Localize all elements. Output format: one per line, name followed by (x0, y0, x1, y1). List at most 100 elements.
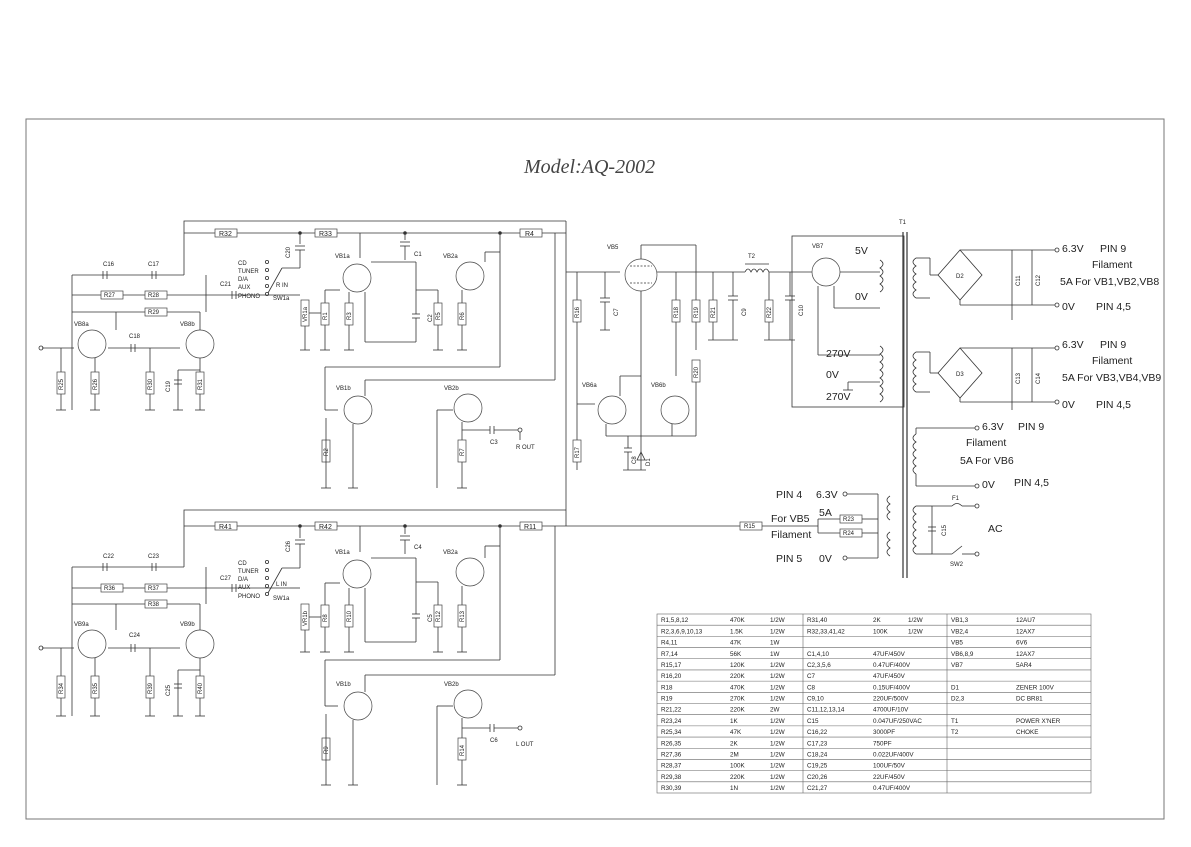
parts-table-cell: 1K (730, 718, 739, 725)
input-selector-right[interactable]: CD TUNER D/A AUX PHONO R IN SW1a (238, 259, 290, 302)
selector-cd-left[interactable]: CD (238, 561, 247, 567)
r40-label: R40 (198, 682, 204, 694)
r13-label: R13 (460, 610, 466, 622)
parts-table-cell: R23,24 (661, 718, 682, 725)
vb5-63v-label: 6.3V (816, 489, 838, 501)
tube-vb9a (77, 629, 107, 659)
parts-table-cell: 1/2W (908, 628, 923, 635)
c20-label: C20 (286, 246, 292, 258)
resistor-r10 (344, 604, 354, 628)
parts-table-cell: R7,14 (661, 651, 678, 658)
r12-label: R12 (436, 610, 442, 622)
parts-table-cell: R4,11 (661, 640, 678, 647)
parts-table-cell: R30,39 (661, 785, 682, 792)
parts-table-cell: 1/2W (770, 617, 785, 624)
selector-da-left[interactable]: D/A (238, 577, 248, 583)
c3-label: C3 (490, 440, 498, 446)
selector-tuner[interactable]: TUNER (238, 269, 259, 275)
parts-table-cell: D2,3 (951, 696, 965, 703)
rectifier-block (791, 235, 905, 408)
parts-table-cell: R18 (661, 684, 673, 691)
parts-table-cell: 1/2W (770, 729, 785, 736)
pin4-label: PIN 4 (776, 489, 802, 501)
parts-table-cell: CHOKE (1016, 729, 1038, 736)
selector-da[interactable]: D/A (238, 277, 248, 283)
vb2b-right-label: VB2b (444, 386, 459, 392)
r18-label: R18 (674, 306, 680, 318)
parts-table-cell: 100K (730, 763, 746, 770)
resistor-r17 (572, 439, 582, 463)
model-title: Model:AQ-2002 (523, 156, 655, 178)
c9-label: C9 (742, 308, 748, 316)
parts-table-cell: R19 (661, 696, 673, 703)
parts-table-cell: 47UF/450V (873, 651, 906, 658)
parts-table-cell: R15,17 (661, 662, 682, 669)
c8-label: C8 (632, 456, 638, 464)
r26-label: R26 (93, 378, 99, 390)
tube-vb9b (185, 629, 215, 659)
parts-table-cell: 47K (730, 640, 742, 647)
selector-phono[interactable]: PHONO (238, 294, 260, 300)
parts-table-cell: 1/2W (770, 785, 785, 792)
selector-cd[interactable]: CD (238, 261, 247, 267)
parts-table-cell: R31,40 (807, 617, 828, 624)
parts-table-cell: 56K (730, 651, 742, 658)
parts-table-cell: R29,38 (661, 774, 682, 781)
tube-vb2b-right (453, 393, 483, 423)
parts-table-cell: C9,10 (807, 696, 824, 703)
r38-label: R38 (148, 602, 160, 608)
resistor-r36 (100, 583, 124, 593)
parts-table-cell: R27,36 (661, 751, 682, 758)
f2-fil-label: Filament (1092, 355, 1132, 367)
parts-table-cell: R16,20 (661, 673, 682, 680)
selector-tuner-left[interactable]: TUNER (238, 569, 259, 575)
v0a-label: 0V (855, 291, 868, 303)
fuse-f1 (951, 503, 963, 507)
parts-table-cell: T1 (951, 718, 959, 725)
left-channel-preamp: R41 R42 R11 C26 C4 VB9a VB9b C22 (38, 509, 566, 786)
vb8b-label: VB8b (180, 322, 195, 328)
r30-label: R30 (148, 378, 154, 390)
parts-table-cell: 1/2W (770, 740, 785, 747)
f2-pin-label: PIN 9 (1100, 339, 1126, 351)
resistor-r16 (572, 299, 582, 323)
r37-label: R37 (148, 586, 160, 592)
d1-label: D1 (646, 458, 652, 466)
selector-aux[interactable]: AUX (238, 285, 250, 291)
f1-v-label: 6.3V (1062, 243, 1084, 255)
r42-label: R42 (319, 524, 332, 531)
parts-table-cell: 1/2W (770, 763, 785, 770)
f2-0v-label: 0V (1062, 399, 1075, 411)
parts-table-cell: R26,35 (661, 740, 682, 747)
parts-table-cell: 220K (730, 673, 746, 680)
c1-label: C1 (414, 252, 422, 258)
f3-0v-label: 0V (982, 479, 995, 491)
resistor-r1 (320, 302, 330, 326)
parts-table-cell: 1/2W (770, 774, 785, 781)
parts-table-cell: 1W (770, 640, 780, 647)
r28-label: R28 (148, 293, 160, 299)
drawing-frame (25, 118, 1165, 820)
parts-table-cell: 1/2W (908, 617, 923, 624)
r7-label: R7 (460, 448, 466, 456)
r22-label: R22 (767, 306, 773, 318)
parts-table-cell: 0.022UF/400V (873, 751, 914, 758)
selector-aux-left[interactable]: AUX (238, 585, 250, 591)
resistor-r18 (671, 299, 681, 323)
input-selector-left[interactable]: CD TUNER D/A AUX PHONO L IN SW1a (238, 560, 290, 602)
parts-table-cell: C11,12,13,14 (807, 707, 845, 714)
parts-table-cell: 1/2W (770, 696, 785, 703)
r10-label: R10 (347, 610, 353, 622)
c15-label: C15 (942, 524, 948, 536)
r36-label: R36 (104, 586, 116, 592)
vb6b-label: VB6b (651, 383, 666, 389)
selector-phono-left[interactable]: PHONO (238, 594, 260, 600)
power-switch-sw2[interactable] (951, 545, 963, 555)
